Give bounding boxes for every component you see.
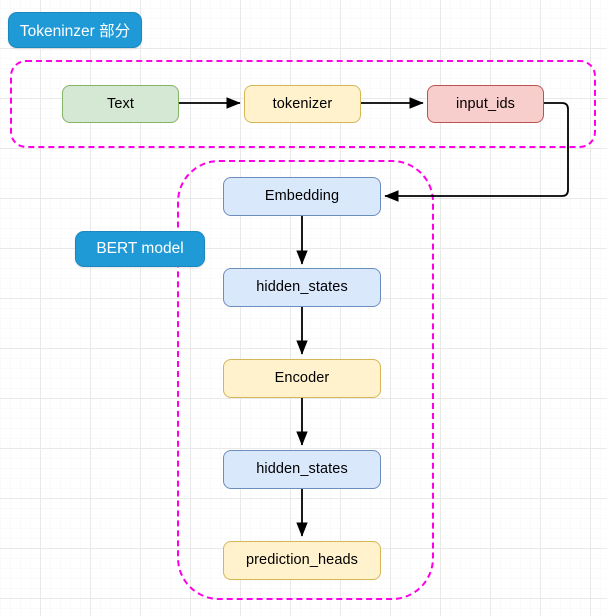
node-text[interactable]: Text bbox=[62, 85, 179, 123]
group-bert-model bbox=[177, 160, 434, 600]
node-hidden-states-2[interactable]: hidden_states bbox=[223, 450, 381, 489]
label-bert-model[interactable]: BERT model bbox=[75, 231, 205, 267]
node-hidden-states-1[interactable]: hidden_states bbox=[223, 268, 381, 307]
node-encoder[interactable]: Encoder bbox=[223, 359, 381, 398]
edge-input-ids-to-embedding bbox=[384, 102, 569, 202]
node-tokenizer[interactable]: tokenizer bbox=[244, 85, 361, 123]
group-tokenizer-section bbox=[10, 60, 596, 148]
node-embedding[interactable]: Embedding bbox=[223, 177, 381, 216]
node-prediction-heads[interactable]: prediction_heads bbox=[223, 541, 381, 580]
node-input-ids[interactable]: input_ids bbox=[427, 85, 544, 123]
label-tokenizer-section[interactable]: Tokeninzer 部分 bbox=[8, 12, 142, 48]
